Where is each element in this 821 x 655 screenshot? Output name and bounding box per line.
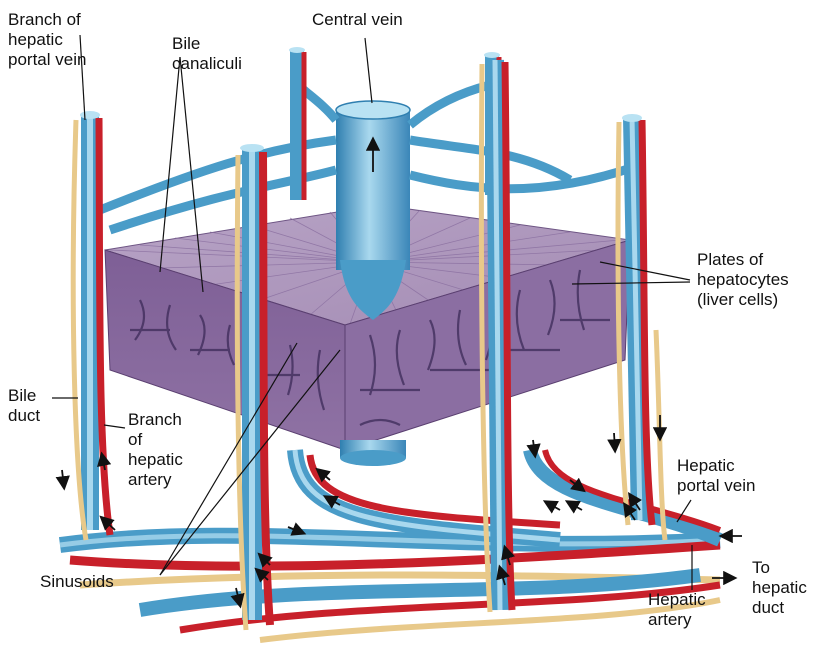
label-central-vein: Central vein [312, 10, 403, 30]
label-line: Central vein [312, 10, 403, 30]
label-branch-of-hepatic-portal-vein: Branch of hepatic portal vein [8, 10, 86, 70]
label-line: duct [752, 598, 807, 618]
label-line: Hepatic [648, 590, 706, 610]
label-plates-of-hepatocytes: Plates of hepatocytes (liver cells) [697, 250, 789, 310]
label-line: canaliculi [172, 54, 242, 74]
label-line: hepatocytes [697, 270, 789, 290]
label-line: hepatic [128, 450, 183, 470]
label-hepatic-portal-vein: Hepatic portal vein [677, 456, 755, 496]
bottom-vessels [60, 536, 720, 640]
label-branch-of-hepatic-artery: Branch of hepatic artery [128, 410, 183, 490]
label-line: Branch of [8, 10, 86, 30]
label-line: hepatic [8, 30, 86, 50]
label-line: artery [128, 470, 183, 490]
label-bile-canaliculi: Bile canaliculi [172, 34, 242, 74]
label-line: Plates of [697, 250, 789, 270]
label-line: To [752, 558, 807, 578]
label-line: Branch [128, 410, 183, 430]
label-line: duct [8, 406, 40, 426]
label-line: Sinusoids [40, 572, 114, 592]
label-line: Bile [8, 386, 40, 406]
label-line: Hepatic [677, 456, 755, 476]
label-line: portal vein [677, 476, 755, 496]
label-hepatic-artery: Hepatic artery [648, 590, 706, 630]
label-sinusoids: Sinusoids [40, 572, 114, 592]
label-bile-duct: Bile duct [8, 386, 40, 426]
label-line: hepatic [752, 578, 807, 598]
label-line: portal vein [8, 50, 86, 70]
label-line: of [128, 430, 183, 450]
label-to-hepatic-duct: To hepatic duct [752, 558, 807, 618]
label-line: Bile [172, 34, 242, 54]
label-line: (liver cells) [697, 290, 789, 310]
label-line: artery [648, 610, 706, 630]
